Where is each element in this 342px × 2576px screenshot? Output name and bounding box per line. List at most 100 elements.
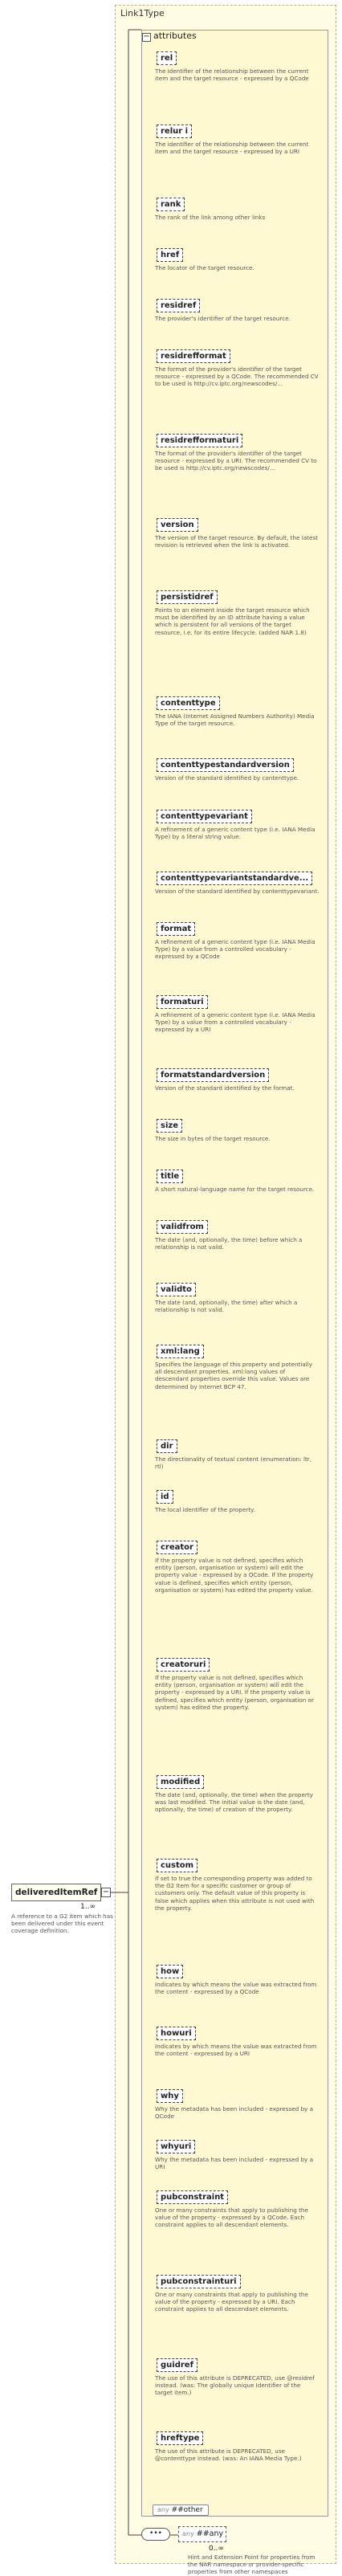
attribute-1[interactable]: relur i The identifier of the relationshi…	[155, 121, 324, 155]
attribute-name[interactable]: size	[157, 1119, 182, 1133]
attribute-name[interactable]: how	[157, 1965, 184, 1978]
attributes-group-header[interactable]: −attributes	[142, 31, 197, 42]
attribute-13[interactable]: format A refinement of a generic content …	[155, 919, 324, 961]
attribute-name[interactable]: howuri	[157, 2027, 196, 2040]
attribute-name[interactable]: contenttypevariant	[157, 810, 252, 823]
attribute-12[interactable]: contenttypevariantstandardve...Version o…	[155, 868, 324, 895]
attribute-26[interactable]: custom If set to true the corresponding p…	[155, 1855, 324, 1912]
attribute-description: Why the metadata has been included - exp…	[155, 2156, 313, 2171]
attribute-name[interactable]: formatstandardversion	[157, 1068, 270, 1082]
attribute-description: A refinement of a generic content type (…	[155, 938, 316, 961]
attribute-description: A refinement of a generic content type (…	[155, 1011, 316, 1034]
attribute-name[interactable]: title	[157, 1170, 184, 1183]
sequence-compositor[interactable]: •••	[141, 2528, 170, 2541]
root-multiplicity: 1..∞	[80, 1903, 96, 1911]
attribute-name[interactable]: guidref	[157, 2358, 197, 2372]
attribute-name[interactable]: creator	[157, 1541, 197, 1554]
attribute-name[interactable]: residrefformat	[157, 349, 230, 363]
attribute-name[interactable]: formaturi	[157, 995, 208, 1009]
attribute-description: The use of this attribute is DEPRECATED,…	[155, 2374, 315, 2397]
attribute-name[interactable]: modified	[157, 1775, 205, 1789]
attribute-name[interactable]: rel	[157, 51, 177, 65]
collapse-icon[interactable]: −	[142, 32, 151, 42]
attribute-name[interactable]: version	[157, 518, 198, 532]
attribute-description: Points to an element inside the target r…	[155, 606, 310, 636]
attribute-name[interactable]: href	[157, 248, 184, 262]
attribute-17[interactable]: title A short natural-language name for t…	[155, 1166, 324, 1193]
attribute-name[interactable]: contenttype	[157, 696, 220, 710]
attribute-name[interactable]: why	[157, 2089, 183, 2103]
attribute-name[interactable]: contenttypevariantstandardve...	[157, 872, 313, 885]
attribute-description: The size in bytes of the target resource…	[155, 1135, 271, 1142]
complex-type-title: Link1Type	[120, 8, 165, 18]
attribute-name[interactable]: persistidref	[157, 590, 218, 604]
attribute-14[interactable]: formaturi A refinement of a generic conte…	[155, 992, 324, 1034]
attribute-description: If the property value is not defined, sp…	[155, 1557, 314, 1594]
attribute-name[interactable]: residrefformaturi	[157, 434, 243, 447]
attribute-name[interactable]: residref	[157, 299, 201, 312]
attribute-name[interactable]: xml:lang	[157, 1345, 204, 1358]
attribute-name[interactable]: id	[157, 1490, 173, 1504]
attribute-name[interactable]: hreftype	[157, 2431, 204, 2445]
attribute-description: If set to true the corresponding propert…	[155, 1875, 315, 1912]
attribute-name[interactable]: validfrom	[157, 1220, 208, 1234]
any-element-description: Hint and Extension Point for properties …	[188, 2554, 316, 2576]
attribute-description: The identifier of the relationship betwe…	[155, 141, 309, 156]
attribute-name[interactable]: creatoruri	[157, 1658, 210, 1672]
attribute-description: The format of the provider's identifier …	[155, 365, 319, 388]
attribute-description: The date (and, optionally, the time) whe…	[155, 1791, 313, 1814]
attribute-description: Version of the standard identified by co…	[155, 774, 299, 782]
attribute-description: The provider's identifier of the target …	[155, 315, 291, 322]
attribute-name[interactable]: contenttypestandardversion	[157, 758, 294, 772]
expand-icon[interactable]: −	[101, 1888, 111, 1897]
root-element-deliveredItemRef[interactable]: deliveredItemRef	[11, 1884, 101, 1901]
attribute-description: Why the metadata has been included - exp…	[155, 2105, 313, 2121]
attribute-name[interactable]: rank	[157, 198, 185, 211]
any-attribute[interactable]: any ##other	[153, 2505, 209, 2516]
attribute-name[interactable]: dir	[157, 1439, 177, 1453]
any-element[interactable]: any ##any	[178, 2526, 226, 2542]
attribute-description: The version of the target resource. By d…	[155, 534, 318, 549]
attribute-name[interactable]: pubconstraint	[157, 2190, 229, 2204]
attribute-name[interactable]: pubconstrainturi	[157, 2275, 241, 2288]
attribute-name[interactable]: validto	[157, 1283, 196, 1296]
attribute-name[interactable]: format	[157, 922, 196, 936]
attribute-name[interactable]: relur i	[157, 125, 193, 138]
attribute-23[interactable]: creator If the property value is not defi…	[155, 1537, 324, 1594]
attribute-description: A short natural-language name for the ta…	[155, 1186, 315, 1193]
attribute-name[interactable]: custom	[157, 1859, 198, 1872]
attribute-description: One or many constraints that apply to pu…	[155, 2207, 308, 2229]
root-element-name: deliveredItemRef	[15, 1888, 98, 1897]
attribute-name[interactable]: whyuri	[157, 2140, 196, 2153]
attributes-label: attributes	[153, 31, 197, 41]
